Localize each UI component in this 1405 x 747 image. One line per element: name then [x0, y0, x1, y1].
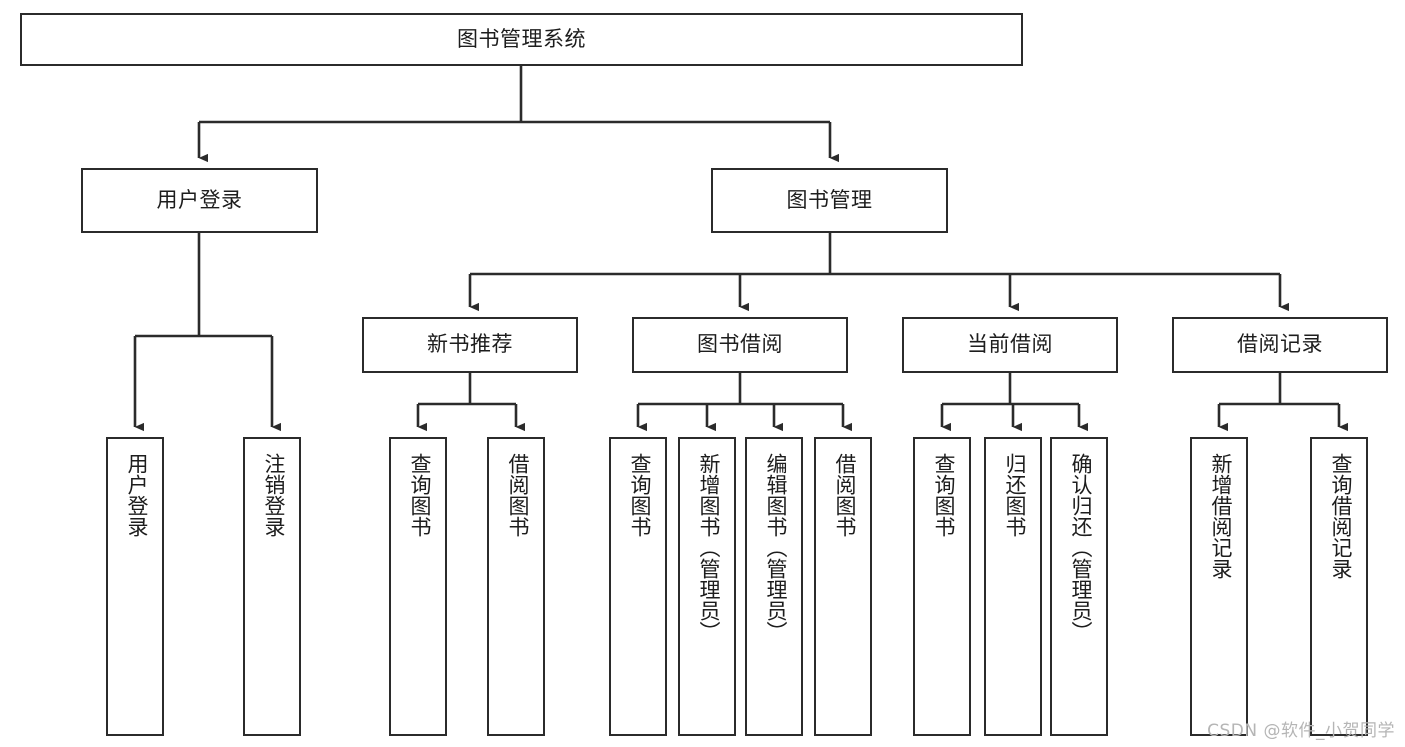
leaf-query-book-newbook[interactable]: 查询图书 — [389, 437, 447, 736]
node-current-borrow[interactable]: 当前借阅 — [902, 317, 1118, 373]
node-root[interactable]: 图书管理系统 — [20, 13, 1023, 66]
leaf-add-book-admin[interactable]: 新增图书（管理员） — [678, 437, 736, 736]
node-book-borrow-label: 图书借阅 — [697, 332, 783, 357]
leaf-user-login[interactable]: 用户登录 — [106, 437, 164, 736]
leaf-query-borrow-record[interactable]: 查询借阅记录 — [1310, 437, 1368, 736]
node-borrow-record-label: 借阅记录 — [1237, 332, 1323, 357]
leaf-label: 查询图书 — [628, 453, 652, 537]
node-book-management-label: 图书管理 — [786, 187, 873, 212]
leaf-label: 归还图书 — [1003, 453, 1027, 537]
leaf-label: 借阅图书 — [833, 453, 857, 537]
node-book-management[interactable]: 图书管理 — [711, 168, 948, 233]
leaf-label: 新增图书（管理员） — [697, 453, 721, 642]
leaf-borrow-book-borrow[interactable]: 借阅图书 — [814, 437, 872, 736]
leaf-label: 借阅图书 — [506, 453, 530, 537]
node-root-label: 图书管理系统 — [457, 26, 586, 51]
leaf-label: 查询图书 — [932, 453, 956, 537]
node-book-borrow[interactable]: 图书借阅 — [632, 317, 848, 373]
leaf-query-book-borrow[interactable]: 查询图书 — [609, 437, 667, 736]
leaf-borrow-book-newbook[interactable]: 借阅图书 — [487, 437, 545, 736]
leaf-label: 确认归还（管理员） — [1069, 453, 1093, 642]
leaf-label: 用户登录 — [125, 453, 149, 537]
leaf-return-book[interactable]: 归还图书 — [984, 437, 1042, 736]
node-new-book-recommend[interactable]: 新书推荐 — [362, 317, 578, 373]
leaf-add-borrow-record[interactable]: 新增借阅记录 — [1190, 437, 1248, 736]
leaf-label: 查询借阅记录 — [1329, 453, 1353, 579]
leaf-logout[interactable]: 注销登录 — [243, 437, 301, 736]
leaf-confirm-return-admin[interactable]: 确认归还（管理员） — [1050, 437, 1108, 736]
node-user-login-label: 用户登录 — [156, 187, 243, 212]
leaf-query-book-current[interactable]: 查询图书 — [913, 437, 971, 736]
leaf-label: 查询图书 — [408, 453, 432, 537]
node-new-book-recommend-label: 新书推荐 — [427, 332, 513, 357]
node-borrow-record[interactable]: 借阅记录 — [1172, 317, 1388, 373]
leaf-label: 编辑图书（管理员） — [764, 453, 788, 642]
watermark-text: CSDN @软件_小贺同学 — [1207, 721, 1395, 741]
leaf-label: 注销登录 — [262, 453, 286, 537]
node-user-login[interactable]: 用户登录 — [81, 168, 318, 233]
node-current-borrow-label: 当前借阅 — [967, 332, 1053, 357]
leaf-edit-book-admin[interactable]: 编辑图书（管理员） — [745, 437, 803, 736]
leaf-label: 新增借阅记录 — [1209, 453, 1233, 579]
